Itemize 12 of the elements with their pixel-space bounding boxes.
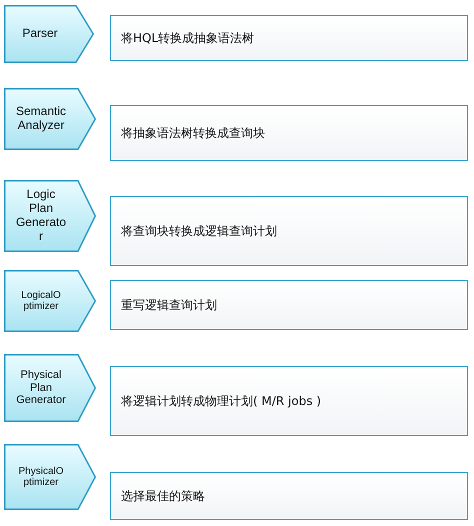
description-box: 将查询块转换成逻辑查询计划 <box>110 196 468 266</box>
step-name: Logic Plan Generator <box>15 188 67 244</box>
step-name: Physical Plan Generator <box>15 369 67 407</box>
step-name: Parser <box>21 27 59 41</box>
description-box: 重写逻辑查询计划 <box>110 280 468 330</box>
description-box: 将逻辑计划转成物理计划( M/R jobs ) <box>110 366 468 436</box>
step-name: LogicalOptimizer <box>20 290 62 312</box>
description-box: 将HQL转换成抽象语法树 <box>110 15 468 61</box>
description-box: 选择最佳的策略 <box>110 472 468 520</box>
step-name: PhysicalOptimizer <box>18 466 64 488</box>
step-name: Semantic Analyzer <box>14 105 68 133</box>
description-box: 将抽象语法树转换成查询块 <box>110 105 468 161</box>
